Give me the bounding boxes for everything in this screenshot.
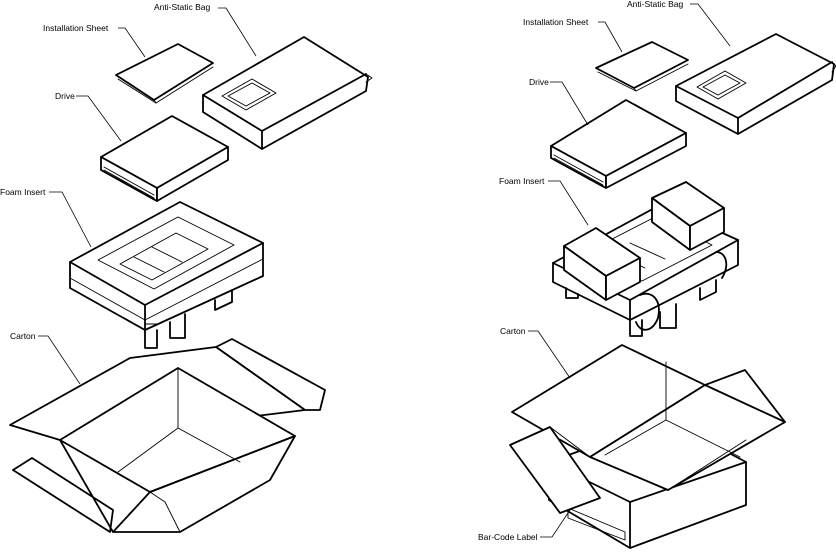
left-label-drive: Drive xyxy=(55,91,75,101)
right-label-foam-insert: Foam Insert xyxy=(499,176,545,186)
left-label-installation-sheet: Installation Sheet xyxy=(43,23,109,33)
left-assembly: Anti-Static Bag Installation Sheet Drive… xyxy=(0,2,372,532)
right-installation-sheet xyxy=(596,42,688,91)
right-carton xyxy=(510,345,785,548)
left-installation-sheet xyxy=(116,44,213,103)
left-labels: Anti-Static Bag Installation Sheet Drive… xyxy=(0,2,256,384)
right-label-installation-sheet: Installation Sheet xyxy=(523,17,589,27)
right-label-anti-static-bag: Anti-Static Bag xyxy=(627,0,683,9)
left-anti-static-bag xyxy=(203,37,372,149)
right-foam-insert xyxy=(553,182,738,336)
right-anti-static-bag xyxy=(676,34,836,134)
left-label-carton: Carton xyxy=(10,331,36,341)
right-label-carton: Carton xyxy=(500,326,526,336)
left-carton xyxy=(10,339,325,532)
left-foam-insert xyxy=(70,202,263,348)
right-assembly: Anti-Static Bag Installation Sheet Drive… xyxy=(478,0,836,548)
right-label-bar-code-label: Bar-Code Label xyxy=(478,532,538,542)
right-drive xyxy=(551,100,686,188)
left-label-foam-insert: Foam Insert xyxy=(0,187,46,197)
left-drive xyxy=(101,116,228,201)
right-label-drive: Drive xyxy=(529,77,549,87)
left-label-anti-static-bag: Anti-Static Bag xyxy=(154,2,210,12)
